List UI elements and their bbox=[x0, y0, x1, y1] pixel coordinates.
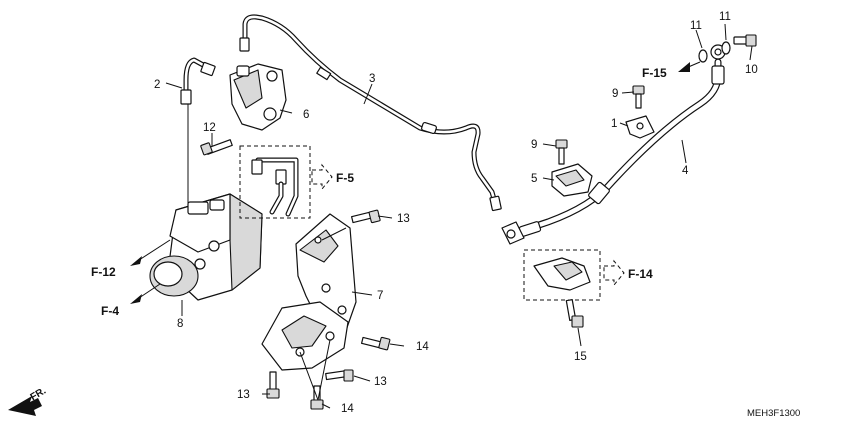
clamp-5 bbox=[551, 163, 593, 197]
bolt-12 bbox=[200, 139, 233, 156]
callout-14-lower: 14 bbox=[341, 403, 354, 415]
callout-6: 6 bbox=[303, 109, 309, 121]
detail-box-f5 bbox=[239, 145, 311, 219]
sealing-washer-11-left bbox=[698, 49, 708, 63]
ref-f4: F-4 bbox=[101, 304, 119, 318]
callout-14-right: 14 bbox=[416, 341, 429, 353]
bolt-13-upper bbox=[351, 209, 381, 224]
callout-9-upper: 9 bbox=[612, 88, 618, 100]
callout-2: 2 bbox=[154, 79, 160, 91]
callout-3: 3 bbox=[369, 73, 375, 85]
callout-10: 10 bbox=[745, 64, 758, 76]
callout-5: 5 bbox=[531, 173, 537, 185]
bolt-15 bbox=[565, 299, 584, 328]
abs-modulator-8 bbox=[149, 193, 263, 301]
f14-arrow bbox=[603, 259, 625, 287]
diagram-code: MEH3F1300 bbox=[747, 408, 800, 419]
front-direction-arrow bbox=[8, 396, 42, 416]
front-label: FR. bbox=[29, 386, 49, 404]
bolt-13-lower-right bbox=[325, 369, 354, 382]
callout-8: 8 bbox=[177, 318, 183, 330]
callout-4: 4 bbox=[682, 165, 689, 177]
callout-7: 7 bbox=[377, 290, 383, 302]
f4-arrow bbox=[130, 283, 161, 304]
sealing-washer-11-right bbox=[721, 41, 731, 55]
f5-arrow bbox=[311, 163, 333, 191]
callout-11-left: 11 bbox=[690, 20, 702, 32]
bolt-9-lower bbox=[555, 139, 568, 165]
bolt-14-right bbox=[361, 336, 391, 351]
callout-15: 15 bbox=[574, 351, 587, 363]
ref-f14: F-14 bbox=[628, 267, 653, 281]
callout-9-lower: 9 bbox=[531, 139, 537, 151]
brake-pipe-3 bbox=[239, 14, 502, 212]
callout-13-upper: 13 bbox=[397, 213, 410, 225]
brake-hose-4 bbox=[501, 44, 726, 245]
callout-11-right: 11 bbox=[719, 11, 731, 23]
bolt-9-upper bbox=[632, 85, 645, 109]
brake-pipe-2 bbox=[180, 57, 216, 105]
ref-f12: F-12 bbox=[91, 265, 116, 279]
callout-13-lower-left: 13 bbox=[237, 389, 250, 401]
callout-12: 12 bbox=[203, 122, 216, 134]
abs-lower-plate bbox=[261, 301, 349, 371]
detail-box-f14 bbox=[523, 249, 601, 301]
bolt-10 bbox=[733, 34, 757, 47]
callout-1: 1 bbox=[611, 118, 617, 130]
clamp-1 bbox=[625, 115, 655, 139]
callout-13-lower-right: 13 bbox=[374, 376, 387, 388]
three-way-joint-6 bbox=[229, 63, 287, 131]
f12-arrow bbox=[130, 239, 171, 266]
f15-arrow bbox=[678, 61, 701, 72]
ref-f15: F-15 bbox=[642, 66, 667, 80]
ref-f5: F-5 bbox=[336, 171, 354, 185]
leader-lines bbox=[165, 23, 753, 409]
